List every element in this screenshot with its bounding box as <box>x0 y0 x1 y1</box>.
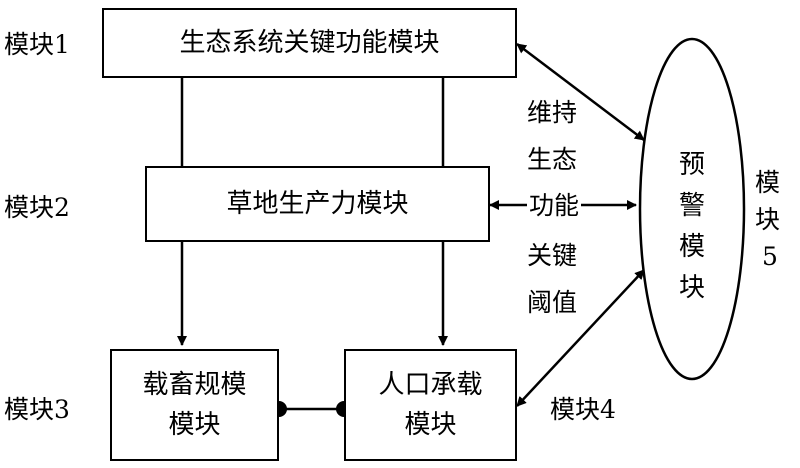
warning-module-char3: 模 <box>679 232 706 262</box>
module-label-2: 模块2 <box>4 193 70 222</box>
livestock-scale-box: 载畜规模 模块 <box>110 349 279 461</box>
warning-module-char2: 警 <box>679 191 706 221</box>
grassland-productivity-box: 草地生产力模块 <box>145 166 490 242</box>
population-carrying-title-line1: 人口承载 <box>378 370 483 400</box>
module-label-3: 模块3 <box>4 395 70 424</box>
warning-module-char4: 块 <box>679 273 706 303</box>
module-label-5-char1: 模 <box>755 168 781 197</box>
livestock-scale-title-line1: 载畜规模 <box>142 370 247 400</box>
threshold-label-line3: 功能 <box>527 191 582 220</box>
ecosystem-function-title: 生态系统关键功能模块 <box>179 28 440 58</box>
module-label-5-char2: 块 <box>755 205 781 234</box>
threshold-label-line1: 维持 <box>527 98 578 127</box>
threshold-label-line5: 阈值 <box>527 288 578 317</box>
warning-ellipse <box>638 37 746 381</box>
arrow-m1-warning <box>516 43 645 141</box>
threshold-label-line4: 关键 <box>527 241 578 270</box>
warning-module-char1: 预 <box>679 150 706 180</box>
threshold-label-line2: 生态 <box>527 145 578 174</box>
grassland-productivity-title: 草地生产力模块 <box>226 189 409 219</box>
population-carrying-box: 人口承载 模块 <box>344 349 517 461</box>
module-label-4: 模块4 <box>550 395 616 424</box>
module-label-1: 模块1 <box>4 30 70 59</box>
livestock-scale-title-line2: 模块 <box>168 410 221 440</box>
arrow-m4-warning <box>516 269 645 407</box>
ecosystem-function-box: 生态系统关键功能模块 <box>102 8 517 78</box>
population-carrying-title-line2: 模块 <box>404 410 457 440</box>
module-label-5-char3: 5 <box>762 242 778 271</box>
